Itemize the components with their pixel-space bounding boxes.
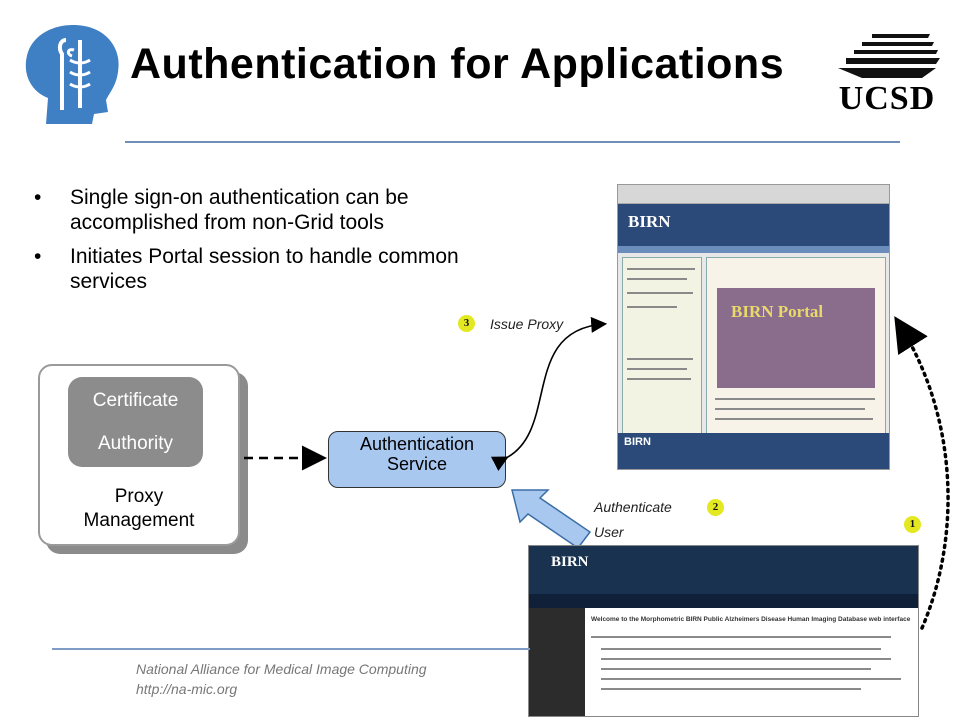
birn-portal-screenshot: BIRN BIRN Portal BIRN <box>617 184 890 470</box>
portal-header: BIRN <box>618 204 889 246</box>
footer-divider <box>52 648 530 650</box>
namic-head-logo <box>25 25 119 124</box>
authenticate-label-line2: User <box>594 524 624 540</box>
web-logo: BIRN <box>551 554 589 570</box>
authenticate-label-line1: Authenticate <box>594 499 672 515</box>
web-heading: Welcome to the Morphometric BIRN Public … <box>591 616 911 623</box>
browser-toolbar <box>618 185 889 204</box>
issue-proxy-arrow <box>490 316 608 472</box>
issue-proxy-label: Issue Proxy <box>490 316 564 332</box>
portal-footer: BIRN <box>618 433 889 469</box>
auth-label-line2: Service <box>386 454 448 474</box>
auth-label-line1: Authentication <box>359 434 475 454</box>
login-dotted-arrow <box>894 316 950 630</box>
portal-welcome-panel: BIRN Portal <box>706 257 886 459</box>
bullet-item: Initiates Portal session to handle commo… <box>34 245 484 294</box>
footer-url: http://na-mic.org <box>136 681 238 697</box>
portal-login-panel <box>622 257 702 459</box>
web-header: BIRN <box>529 546 918 594</box>
page-title: Authentication for Applications <box>130 40 785 88</box>
portal-brain-image: BIRN Portal <box>717 288 875 388</box>
proxy-label-line2: Management <box>83 510 195 531</box>
birn-web-interface-screenshot: BIRN Welcome to the Morphometric BIRN Pu… <box>528 545 919 717</box>
ucsd-wordmark: UCSD <box>838 80 936 117</box>
web-nav-bar <box>529 594 918 608</box>
authenticate-block-arrow <box>511 489 592 550</box>
bullet-list: Single sign-on authentication can be acc… <box>34 186 484 304</box>
bullet-item: Single sign-on authentication can be acc… <box>34 186 484 235</box>
step-badge-1: 1 <box>904 516 921 533</box>
ca-label-line1: Certificate <box>92 390 179 411</box>
ucsd-logo: UCSD <box>832 30 942 120</box>
step-badge-3: 3 <box>458 315 475 332</box>
portal-nav-bar <box>618 246 889 253</box>
ca-label-line2: Authority <box>98 433 173 454</box>
footer-organization: National Alliance for Medical Image Comp… <box>136 661 427 677</box>
ucsd-ship-icon <box>838 34 940 78</box>
web-content: Welcome to the Morphometric BIRN Public … <box>591 616 911 690</box>
web-left-column <box>529 608 585 716</box>
title-divider <box>125 141 900 143</box>
authentication-service-box: Authentication Service <box>328 431 506 488</box>
portal-footer-logo: BIRN <box>624 436 651 448</box>
portal-logo: BIRN <box>628 212 671 231</box>
proxy-label-line1: Proxy <box>114 486 164 507</box>
proxy-management-label: Proxy Management <box>38 485 240 533</box>
certificate-authority-box: Certificate Authority <box>68 377 203 467</box>
step-badge-2: 2 <box>707 499 724 516</box>
portal-image-title: BIRN Portal <box>731 302 824 321</box>
